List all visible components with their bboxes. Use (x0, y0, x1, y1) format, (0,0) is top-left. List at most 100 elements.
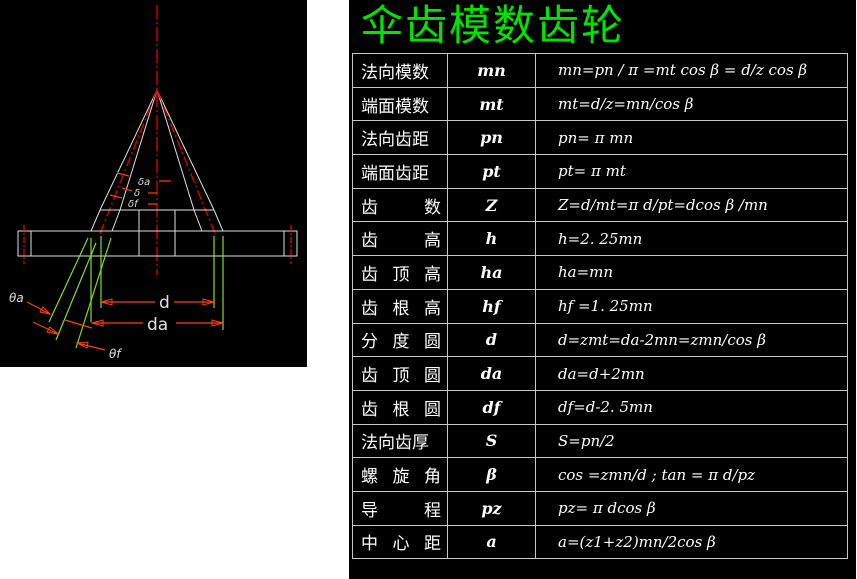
parameter-name-text: 齿根高 (361, 294, 447, 319)
parameter-name-char: 顶 (392, 366, 410, 387)
parameter-name: 端面齿距 (352, 154, 448, 189)
parameter-formula: h=2. 25mn (535, 221, 848, 257)
table-row: 法向模数 mn mn=pn / π =mt cos β = d/z cos β (352, 53, 848, 88)
table-row: 齿数 Z Z=d/mt=π d/pt=dcos β /mn (352, 187, 848, 223)
parameter-name-char: 齿 (361, 231, 378, 252)
parameter-name: 导程 (352, 490, 448, 526)
parameter-formula: pz= π dcos β (535, 490, 848, 526)
parameter-name-text: 齿顶高 (361, 260, 447, 285)
parameter-formula: S=pn/2 (535, 423, 848, 459)
formula-panel: 伞齿模数齿轮 法向模数 mn mn=pn / π =mt cos β = d/z… (349, 0, 856, 579)
page-title: 伞齿模数齿轮 (361, 1, 626, 50)
parameter-name-text: 端面齿距 (361, 163, 429, 184)
parameter-name-text: 法向齿距 (361, 130, 429, 151)
parameter-name-char: 顶 (392, 264, 410, 285)
tip-diameter-label: da (147, 315, 168, 335)
parameter-name: 齿顶圆 (352, 356, 448, 391)
parameter-name: 分度圆 (352, 322, 448, 358)
parameter-name-char: 距 (424, 534, 441, 555)
parameter-name-char: 圆 (424, 399, 441, 420)
parameter-name-text: 齿顶圆 (361, 361, 447, 386)
parameter-name-text: 齿根圆 (361, 395, 447, 420)
parameter-symbol: mt (447, 86, 536, 122)
table-row: 法向齿距 pn pn= π mn (352, 120, 848, 156)
parameter-name: 齿高 (352, 221, 448, 257)
parameter-formula: mt=d/z=mn/cos β (535, 86, 848, 122)
delta-a-label: δa (138, 177, 150, 188)
pitch-diameter-label: d (159, 293, 170, 313)
parameter-symbol: pz (447, 490, 536, 526)
parameter-name-text: 法向齿厚 (361, 433, 429, 454)
parameter-name: 齿顶高 (352, 255, 448, 290)
theta-f-label: θf (109, 347, 122, 361)
parameter-name: 齿根圆 (352, 389, 448, 425)
parameter-name-char: 中 (361, 534, 378, 555)
parameter-formula: pn= π mn (535, 120, 848, 156)
parameter-formula: da=d+2mn (535, 356, 848, 391)
parameter-formula: mn=pn / π =mt cos β = d/z cos β (535, 53, 848, 88)
parameter-formula: d=zmt=da-2mn=zmn/cos β (535, 322, 848, 358)
parameter-symbol: hf (447, 288, 536, 324)
bevel-gear-diagram: d da δa δ δf θa θf (0, 0, 307, 367)
parameter-symbol: ha (447, 255, 536, 290)
parameter-symbol: β (447, 457, 536, 492)
parameter-name-text: 齿数 (361, 193, 447, 218)
table-row: 分度圆 d d=zmt=da-2mn=zmn/cos β (352, 322, 848, 358)
parameter-name-char: 齿 (361, 366, 378, 387)
parameter-name-char: 螺 (361, 467, 378, 488)
parameter-name-char: 根 (392, 399, 410, 420)
delta-label: δ (134, 188, 140, 199)
parameter-name-char: 心 (392, 534, 410, 555)
parameter-name-char: 分 (361, 332, 378, 353)
parameter-name-text: 导程 (361, 496, 447, 521)
parameter-symbol: S (447, 423, 536, 459)
parameter-formula: a=(z1+z2)mn/2cos β (535, 524, 848, 560)
parameter-name-char: 程 (424, 500, 441, 521)
table-row: 齿根圆 df df=d-2. 5mn (352, 389, 848, 425)
parameter-name-char: 齿 (361, 197, 378, 218)
parameter-name-char: 圆 (424, 332, 441, 353)
table-row: 端面模数 mt mt=d/z=mn/cos β (352, 86, 848, 122)
parameter-formula: ha=mn (535, 255, 848, 290)
table-row: 法向齿厚 S S=pn/2 (352, 423, 848, 459)
parameter-symbol: Z (447, 187, 536, 223)
parameter-symbol: h (447, 221, 536, 257)
parameter-symbol: pt (447, 154, 536, 189)
parameter-name-char: 度 (392, 332, 410, 353)
parameter-name-text: 中心距 (361, 529, 447, 554)
parameter-symbol: d (447, 322, 536, 358)
parameter-name-text: 齿高 (361, 226, 447, 251)
parameter-name: 中心距 (352, 524, 448, 560)
table-row: 齿高 h h=2. 25mn (352, 221, 848, 257)
parameter-name: 法向齿距 (352, 120, 448, 156)
parameter-formula: cos =zmn/d ; tan = π d/pz (535, 457, 848, 492)
delta-f-label: δf (128, 199, 139, 210)
parameter-name-char: 高 (424, 264, 441, 285)
parameter-symbol: a (447, 524, 536, 560)
parameter-formula: df=d-2. 5mn (535, 389, 848, 425)
parameter-formula: Z=d/mt=π d/pt=dcos β /mn (535, 187, 848, 223)
parameter-name-char: 齿 (361, 399, 378, 420)
parameter-name-text: 螺旋角 (361, 462, 447, 487)
parameter-formula: pt= π mt (535, 154, 848, 189)
parameter-symbol: df (447, 389, 536, 425)
parameter-name-char: 高 (424, 298, 441, 319)
parameter-name: 法向模数 (352, 53, 448, 88)
parameter-name-char: 导 (361, 500, 378, 521)
table-row: 端面齿距 pt pt= π mt (352, 154, 848, 189)
parameter-name: 端面模数 (352, 86, 448, 122)
formula-table: 法向模数 mn mn=pn / π =mt cos β = d/z cos β … (352, 53, 848, 560)
table-row: 螺旋角 β cos =zmn/d ; tan = π d/pz (352, 457, 848, 492)
parameter-symbol: mn (447, 53, 536, 88)
parameter-name: 螺旋角 (352, 457, 448, 492)
parameter-name-char: 齿 (361, 298, 378, 319)
parameter-name-char: 旋 (392, 467, 410, 488)
parameter-name-text: 法向模数 (361, 62, 429, 83)
parameter-symbol: da (447, 356, 536, 391)
table-row: 齿根高 hf hf =1. 25mn (352, 288, 848, 324)
parameter-name-text: 分度圆 (361, 327, 447, 352)
parameter-name-char: 高 (424, 231, 441, 252)
parameter-name: 齿根高 (352, 288, 448, 324)
parameter-name: 法向齿厚 (352, 423, 448, 459)
parameter-name-char: 圆 (424, 366, 441, 387)
